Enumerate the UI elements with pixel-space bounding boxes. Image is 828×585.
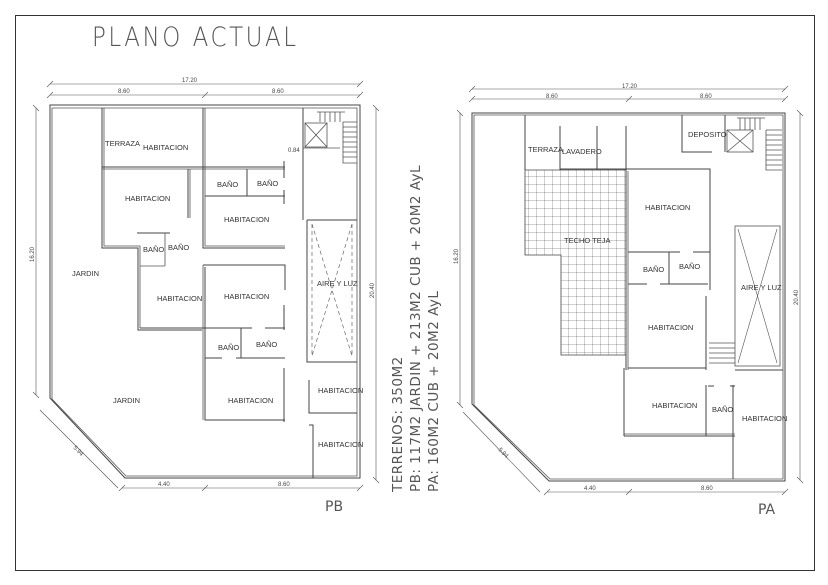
pb-room-habitacion: HABITACION — [224, 215, 269, 224]
pb-room-labels: TERRAZA HABITACION HABITACION BAÑO BAÑO … — [72, 139, 363, 449]
pa-lot-boundary — [471, 112, 786, 482]
pa-room-bano: BAÑO — [643, 265, 664, 274]
summary-pa: PA: 160M2 CUB + 20M2 AyL — [426, 291, 442, 492]
pb-dim-bottom-right: 8.60 — [278, 482, 290, 488]
pb-room-bano: BAÑO — [168, 243, 189, 252]
pb-room-habitacion: HABITACION — [318, 386, 363, 395]
pa-room-habitacion: HABITACION — [648, 323, 693, 332]
pa-room-bano: BAÑO — [679, 262, 700, 271]
pa-dimension-lines — [456, 85, 804, 496]
pa-floor-label: PA — [758, 502, 776, 518]
pb-dim-right-width: 8.60 — [272, 89, 284, 95]
pa-dim-right-width: 8.60 — [700, 94, 712, 100]
pa-room-labels: TERRAZA LAVADERO DEPOSITO TECHO TEJA HAB… — [528, 130, 787, 423]
pb-dim-total-width: 17.20 — [182, 78, 198, 84]
pb-room-habitacion: HABITACION — [224, 292, 269, 301]
pb-walls: 0.84 — [101, 108, 357, 478]
pb-dim-left-height: 16.20 — [30, 246, 36, 262]
pa-room-lavadero: LAVADERO — [562, 147, 602, 156]
pb-room-jardin: JARDIN — [113, 396, 140, 405]
pb-dim-right-height: 20.40 — [370, 282, 376, 298]
pa-dim-bottom-left: 4.40 — [584, 486, 596, 492]
pb-room-bano: BAÑO — [218, 343, 239, 352]
pb-room-habitacion: HABITACION — [318, 440, 363, 449]
pa-dim-left-width: 8.60 — [546, 94, 558, 100]
pb-room-terraza: TERRAZA — [105, 139, 140, 148]
pa-room-deposito: DEPOSITO — [688, 130, 727, 139]
pb-room-jardin: JARDIN — [72, 269, 99, 278]
pb-stair-note: 0.84 — [288, 148, 300, 154]
pa-room-habitacion: HABITACION — [742, 414, 787, 423]
pa-room-terraza: TERRAZA — [528, 145, 563, 154]
planta-alta-plan: 17.20 8.60 8.60 16.20 20.40 5.94 4.40 8.… — [454, 84, 804, 518]
pb-room-habitacion: HABITACION — [143, 143, 188, 152]
pa-dim-total-width: 17.20 — [622, 84, 638, 90]
pb-room-bano: BAÑO — [257, 179, 278, 188]
pb-floor-label: PB — [325, 499, 343, 515]
pa-room-bano: BAÑO — [712, 405, 733, 414]
pb-dim-diagonal: 5.94 — [72, 445, 85, 458]
pa-room-habitacion: HABITACION — [645, 203, 690, 212]
pb-room-aire-y-luz: AIRE Y LUZ — [317, 279, 358, 288]
pb-room-bano: BAÑO — [256, 340, 277, 349]
plan-title: PLANO ACTUAL — [92, 22, 299, 53]
pa-room-habitacion: HABITACION — [652, 401, 697, 410]
pa-dim-left-height: 16.20 — [454, 248, 460, 264]
pa-techo-teja-area — [524, 169, 627, 356]
pb-dim-left-width: 8.60 — [118, 89, 130, 95]
pa-walls — [524, 115, 783, 479]
pa-dim-bottom-right: 8.60 — [701, 486, 713, 492]
pa-dim-right-height: 20.40 — [794, 289, 800, 305]
summary-terrenos: TERRENOS: 350M2 — [390, 356, 406, 493]
pa-room-aire-y-luz: AIRE Y LUZ — [741, 283, 782, 292]
pb-lot-boundary — [49, 104, 361, 479]
area-summary: TERRENOS: 350M2 PB: 117M2 JARDIN + 213M2… — [390, 165, 442, 493]
pb-room-bano: BAÑO — [143, 245, 164, 254]
planta-baja-plan: 17.20 8.60 8.60 16.20 20.40 5.94 4.40 8.… — [30, 78, 380, 515]
pb-dimension-lines — [32, 80, 380, 492]
pb-room-habitacion: HABITACION — [125, 194, 170, 203]
pb-room-habitacion: HABITACION — [228, 396, 273, 405]
summary-pb: PB: 117M2 JARDIN + 213M2 CUB + 20M2 AyL — [408, 165, 424, 492]
pa-room-techo-teja: TECHO TEJA — [564, 236, 611, 245]
pb-dim-bottom-left: 4.40 — [158, 482, 170, 488]
pb-room-habitacion: HABITACION — [157, 294, 202, 303]
pb-room-bano: BAÑO — [217, 180, 238, 189]
